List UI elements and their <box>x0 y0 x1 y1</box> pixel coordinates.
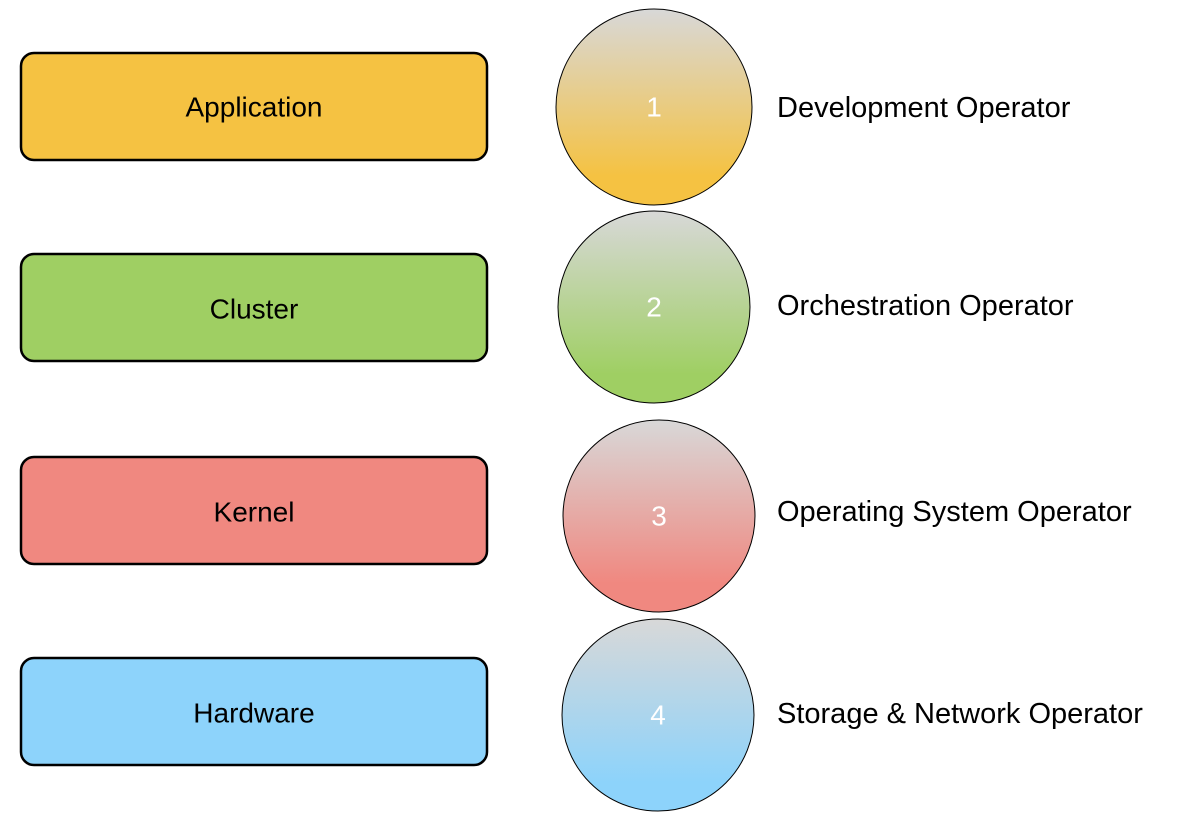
layer-box-hardware <box>19 656 489 767</box>
layer-box-cluster <box>19 252 489 363</box>
layer-label-kernel: Kernel <box>214 497 295 528</box>
layer-number-1: 1 <box>646 92 662 123</box>
layer-label-cluster: Cluster <box>210 294 299 325</box>
layer-row-cluster: Cluster 2 Orchestration Operator <box>19 210 1074 404</box>
operator-label-operating-system: Operating System Operator <box>777 496 1132 528</box>
layer-box-kernel <box>19 455 489 566</box>
operator-label-development: Development Operator <box>777 92 1071 124</box>
layer-circle-3 <box>562 419 756 613</box>
operator-label-orchestration: Orchestration Operator <box>777 290 1074 322</box>
layer-circle-4 <box>561 618 755 812</box>
layer-row-application: Application 1 Development Operator <box>19 8 1071 206</box>
layer-number-2: 2 <box>646 292 662 323</box>
layer-number-3: 3 <box>651 501 667 532</box>
layer-number-4: 4 <box>650 700 666 731</box>
operator-label-storage-network: Storage & Network Operator <box>777 698 1143 730</box>
layer-box-application <box>19 51 489 162</box>
layer-row-kernel: Kernel 3 Operating System Operator <box>19 419 1132 613</box>
layer-circle-2 <box>557 210 751 404</box>
layer-circle-1 <box>555 8 753 206</box>
layer-row-hardware: Hardware 4 Storage & Network Operator <box>19 618 1143 812</box>
layer-label-hardware: Hardware <box>193 698 314 729</box>
layer-label-application: Application <box>186 92 323 123</box>
